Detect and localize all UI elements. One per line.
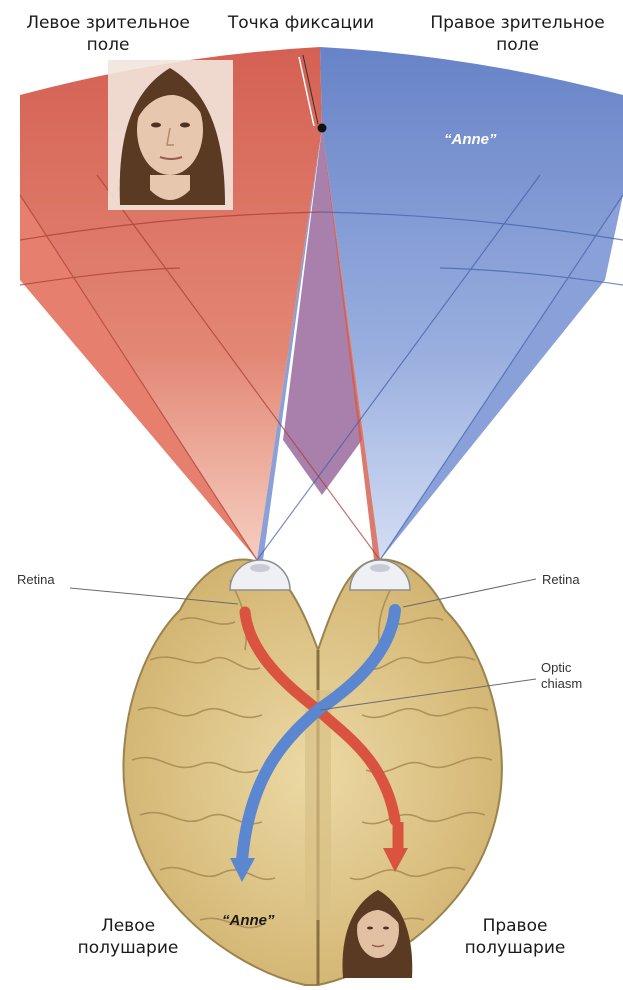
- left-field-label: Левое зрительное поле: [8, 12, 208, 56]
- right-field-label-line2: поле: [415, 34, 620, 56]
- left-hemisphere-label-line2: полушарие: [58, 937, 198, 959]
- optic-chiasm-label-line1: Optic: [541, 660, 582, 676]
- left-field-label-line2: поле: [8, 34, 208, 56]
- right-field-label: Правое зрительное поле: [415, 12, 620, 56]
- left-hemisphere-label: Левое полушарие: [58, 915, 198, 959]
- fixation-point-label: Точка фиксации: [216, 12, 386, 34]
- right-hemisphere-label-line2: полушарие: [445, 937, 585, 959]
- woman-portrait-image: [108, 60, 233, 210]
- fixation-point-dot: [318, 124, 327, 133]
- right-field-label-line1: Правое зрительное: [415, 12, 620, 34]
- left-hemisphere-label-line1: Левое: [58, 915, 198, 937]
- right-hemisphere-label-line1: Правое: [445, 915, 585, 937]
- brain-word-anne: “Anne”: [222, 912, 275, 929]
- retina-right-label: Retina: [542, 572, 580, 588]
- optic-chiasm-label-line2: chiasm: [541, 676, 582, 692]
- field-word-anne: “Anne”: [444, 131, 497, 148]
- optic-chiasm-label: Optic chiasm: [541, 660, 582, 692]
- right-hemisphere-label: Правое полушарие: [445, 915, 585, 959]
- retina-left-label: Retina: [17, 572, 55, 588]
- left-field-label-line1: Левое зрительное: [8, 12, 208, 34]
